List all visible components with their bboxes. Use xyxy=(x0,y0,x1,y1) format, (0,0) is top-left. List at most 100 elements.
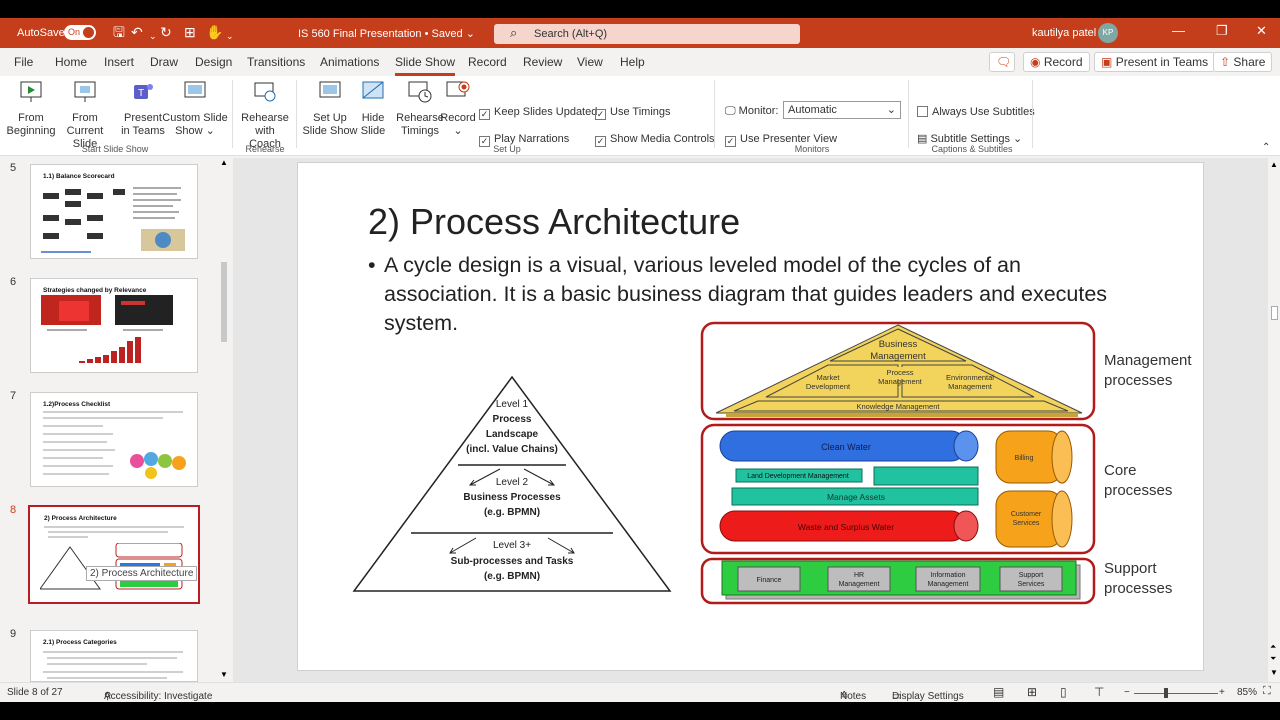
present-from-start-icon[interactable]: ⊞ xyxy=(184,24,196,40)
tab-help[interactable]: Help xyxy=(620,55,645,69)
reading-view-icon[interactable]: ▯ xyxy=(1060,685,1067,699)
play-narrations-checkbox[interactable]: ✓Play Narrations xyxy=(479,133,570,147)
slide-title[interactable]: 2) Process Architecture xyxy=(368,201,741,242)
thumbnail-slide-6[interactable]: Strategies changed by Relevance xyxy=(30,278,198,373)
record-ribbon-button[interactable]: Record⌄ xyxy=(440,80,476,138)
close-icon[interactable]: ✕ xyxy=(1256,23,1267,38)
present-in-teams-button[interactable]: ▣ Present in Teams xyxy=(1094,52,1216,72)
tab-file[interactable]: File xyxy=(14,55,34,69)
text-line xyxy=(47,657,177,659)
autosave-toggle[interactable]: On xyxy=(64,25,96,40)
thumbnail-number: 7 xyxy=(10,390,17,402)
use-presenter-view-checkbox[interactable]: ✓Use Presenter View xyxy=(725,133,838,147)
tab-review[interactable]: Review xyxy=(523,55,563,69)
text-line xyxy=(43,651,183,653)
normal-view-icon[interactable]: ▤ xyxy=(993,685,1005,699)
tab-home[interactable]: Home xyxy=(55,55,88,69)
editor-scrollbar[interactable]: ▲ ⏶ ⏷ ▼ xyxy=(1268,158,1280,682)
tab-design[interactable]: Design xyxy=(195,55,233,69)
customize-qat-icon[interactable]: ⌄ xyxy=(226,31,234,41)
thumbnail-slide-5[interactable]: 1.1) Balance Scorecard xyxy=(30,164,198,259)
tab-animations[interactable]: Animations xyxy=(320,55,380,69)
undo-dropdown-icon[interactable]: ⌄ xyxy=(149,31,157,41)
process-architecture-diagram[interactable]: Business Management Market Development P… xyxy=(698,317,1098,609)
pyramid-level2-name: Business Processes xyxy=(463,492,561,503)
slide-count: Slide 8 of 27 xyxy=(7,687,63,698)
text-line xyxy=(47,663,147,665)
thumbnail-slide-8-selected[interactable]: 2) Process Architecture xyxy=(28,505,200,604)
zoom-slider[interactable] xyxy=(1134,693,1218,694)
search-input[interactable]: Search (Alt+Q) xyxy=(534,28,608,40)
slide-bullet[interactable]: • A cycle design is a visual, various le… xyxy=(368,251,1108,338)
process-pyramid-diagram[interactable]: Level 1 Process Landscape (incl. Value C… xyxy=(352,373,672,595)
custom-show-icon xyxy=(184,81,206,98)
thumbnail-title: 1.2)Process Checklist xyxy=(43,401,111,408)
tab-slide-show[interactable]: Slide Show xyxy=(395,55,456,76)
share-button[interactable]: ⇧ Share xyxy=(1213,52,1273,72)
scroll-up-icon[interactable]: ⏶ xyxy=(1270,642,1277,651)
monitor-select[interactable]: Automatic⌄ xyxy=(783,101,901,119)
subtitle-settings-button[interactable]: ▤ Subtitle Settings ⌄ xyxy=(917,133,1023,145)
slide-sorter-icon[interactable]: ⊞ xyxy=(1027,685,1038,699)
thumbnails-scrollbar[interactable]: ▲ ▼ xyxy=(218,158,230,682)
search-box[interactable]: ⌕ Search (Alt+Q) xyxy=(494,24,800,44)
checkbox-checked-icon: ✓ xyxy=(479,109,490,120)
undo-icon[interactable]: ↶ xyxy=(131,24,143,40)
scroll-down-icon[interactable]: ▼ xyxy=(220,670,228,679)
fit-to-window-icon[interactable]: ⛶ xyxy=(1263,685,1271,697)
subtitle-icon: ▤ xyxy=(917,133,928,145)
zoom-level[interactable]: 85% xyxy=(1237,687,1258,698)
zoom-slider-thumb[interactable] xyxy=(1164,688,1168,698)
redo-icon[interactable]: ↻ xyxy=(160,24,172,40)
process-circles-graphic xyxy=(130,452,186,479)
zoom-out-icon[interactable]: − xyxy=(1124,687,1130,698)
zoom-in-icon[interactable]: + xyxy=(1219,687,1225,698)
avatar[interactable]: KP xyxy=(1098,23,1118,43)
thumbnail-number: 6 xyxy=(10,276,17,288)
use-timings-checkbox[interactable]: ✓Use Timings xyxy=(595,106,671,120)
arch-market-development: Market xyxy=(817,373,841,382)
show-media-controls-checkbox[interactable]: ✓Show Media Controls xyxy=(595,133,715,147)
always-use-subtitles-checkbox[interactable]: Always Use Subtitles xyxy=(917,106,1035,118)
thumbnail-slide-7[interactable]: 1.2)Process Checklist xyxy=(30,392,198,487)
scroll-down-icon[interactable]: ⏷ xyxy=(1270,654,1277,663)
scroll-down-icon[interactable]: ▼ xyxy=(1270,668,1278,677)
scroll-up-icon[interactable]: ▲ xyxy=(1270,160,1278,169)
touch-mode-icon[interactable]: ✋ xyxy=(206,24,224,40)
tab-insert[interactable]: Insert xyxy=(104,55,135,69)
scroll-up-icon[interactable]: ▲ xyxy=(220,158,228,167)
keep-slides-updated-checkbox[interactable]: ✓Keep Slides Updated xyxy=(479,106,598,120)
restore-icon[interactable]: ❐ xyxy=(1216,23,1228,38)
svg-text:T: T xyxy=(138,88,144,99)
arch-process-management: Process xyxy=(886,368,913,377)
tab-record[interactable]: Record xyxy=(468,55,507,69)
document-title[interactable]: IS 560 Final Presentation • Saved ⌄ xyxy=(298,28,475,40)
scrollbar-thumb[interactable] xyxy=(221,262,227,342)
collapse-ribbon-icon[interactable]: ⌃ xyxy=(1262,142,1271,153)
comments-button[interactable]: 🗨 xyxy=(989,52,1015,72)
tab-transitions[interactable]: Transitions xyxy=(247,55,306,69)
bullet-text: A cycle design is a visual, various leve… xyxy=(384,253,1108,335)
tab-view[interactable]: View xyxy=(577,55,603,69)
status-bar: Slide 8 of 27 ⚲ Accessibility: Investiga… xyxy=(0,682,1280,702)
thumbnail-slide-9[interactable]: 2.1) Process Categories xyxy=(30,630,198,682)
scrollbar-thumb[interactable] xyxy=(1271,306,1278,320)
text-line xyxy=(44,526,184,528)
save-icon[interactable]: 🖫 xyxy=(113,24,125,40)
minimize-icon[interactable]: — xyxy=(1172,23,1185,38)
record-button[interactable]: ◉ Record xyxy=(1023,52,1090,72)
slide-canvas[interactable]: 2) Process Architecture • A cycle design… xyxy=(297,162,1204,671)
monitor-icon: 🖵 xyxy=(725,105,736,117)
tab-draw[interactable]: Draw xyxy=(150,55,179,69)
thumbnail-title: 2) Process Architecture xyxy=(44,515,117,522)
slideshow-view-icon[interactable]: ⊤ xyxy=(1094,685,1105,699)
